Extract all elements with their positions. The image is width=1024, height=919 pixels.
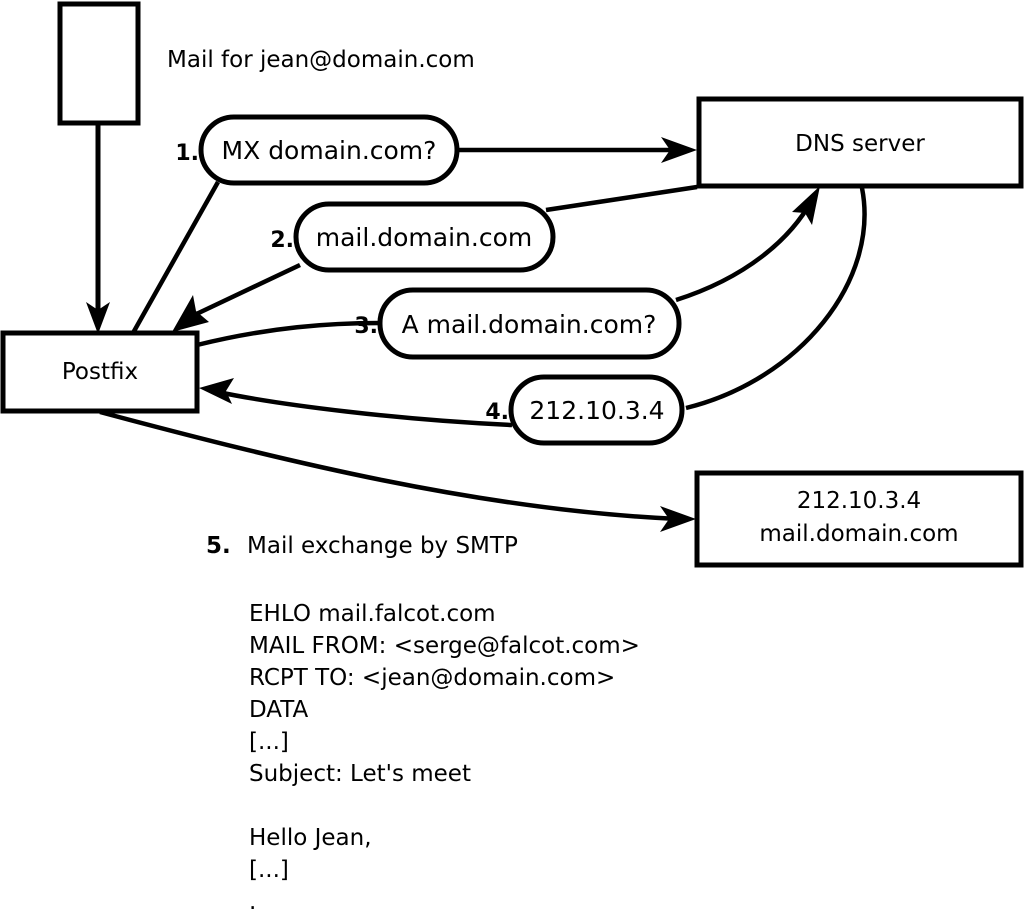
mail-for-caption: Mail for jean@domain.com (167, 47, 475, 73)
step-2-bubble: mail.domain.com (293, 201, 556, 273)
smtp-line-4: [...] (249, 729, 289, 755)
smtp-line-5: Subject: Let's meet (249, 761, 471, 787)
edge-step1-postfix-to-dns (131, 137, 697, 335)
step-4-number: 4. (485, 400, 509, 425)
target-server-ip: 212.10.3.4 (797, 488, 921, 514)
smtp-transcript: EHLO mail.falcot.com MAIL FROM: <serge@f… (249, 601, 640, 915)
step-1-text: MX domain.com? (222, 136, 437, 165)
postfix-label: Postfix (62, 359, 138, 385)
edge-step3-postfix-to-dns (196, 186, 820, 348)
smtp-line-7: Hello Jean, (249, 825, 372, 851)
step-4-text: 212.10.3.4 (529, 396, 664, 425)
step-5-number: 5. (206, 533, 231, 559)
postfix-node: Postfix (0, 330, 200, 414)
edge-step5-postfix-to-target (99, 409, 696, 532)
smtp-line-1: MAIL FROM: <serge@falcot.com> (249, 633, 640, 659)
smtp-line-0: EHLO mail.falcot.com (249, 601, 496, 627)
edge-sender-to-postfix (86, 124, 110, 334)
edge-step2-dns-to-postfix (172, 184, 698, 332)
smtp-line-8: [...] (249, 857, 289, 883)
step-2-text: mail.domain.com (316, 223, 532, 252)
edge-step4-dns-to-postfix (199, 187, 867, 428)
step-3-number: 3. (354, 314, 378, 339)
target-server-node: 212.10.3.4 mail.domain.com (694, 470, 1024, 568)
step-5-text: Mail exchange by SMTP (247, 533, 518, 559)
step-3-text: A mail.domain.com? (402, 310, 657, 339)
step-3-bubble: A mail.domain.com? (377, 287, 682, 360)
step-2-number: 2. (270, 228, 294, 253)
smtp-line-2: RCPT TO: <jean@domain.com> (249, 665, 615, 691)
smtp-line-9: . (249, 889, 256, 915)
smtp-line-3: DATA (249, 697, 309, 723)
dns-server-label: DNS server (795, 131, 925, 157)
target-server-hostname: mail.domain.com (759, 521, 958, 547)
step-1-number: 1. (175, 141, 199, 166)
step-1-bubble: MX domain.com? (198, 114, 460, 186)
dns-server-node: DNS server (696, 96, 1024, 189)
sender-box (57, 1, 141, 126)
step-4-bubble: 212.10.3.4 (508, 374, 685, 446)
